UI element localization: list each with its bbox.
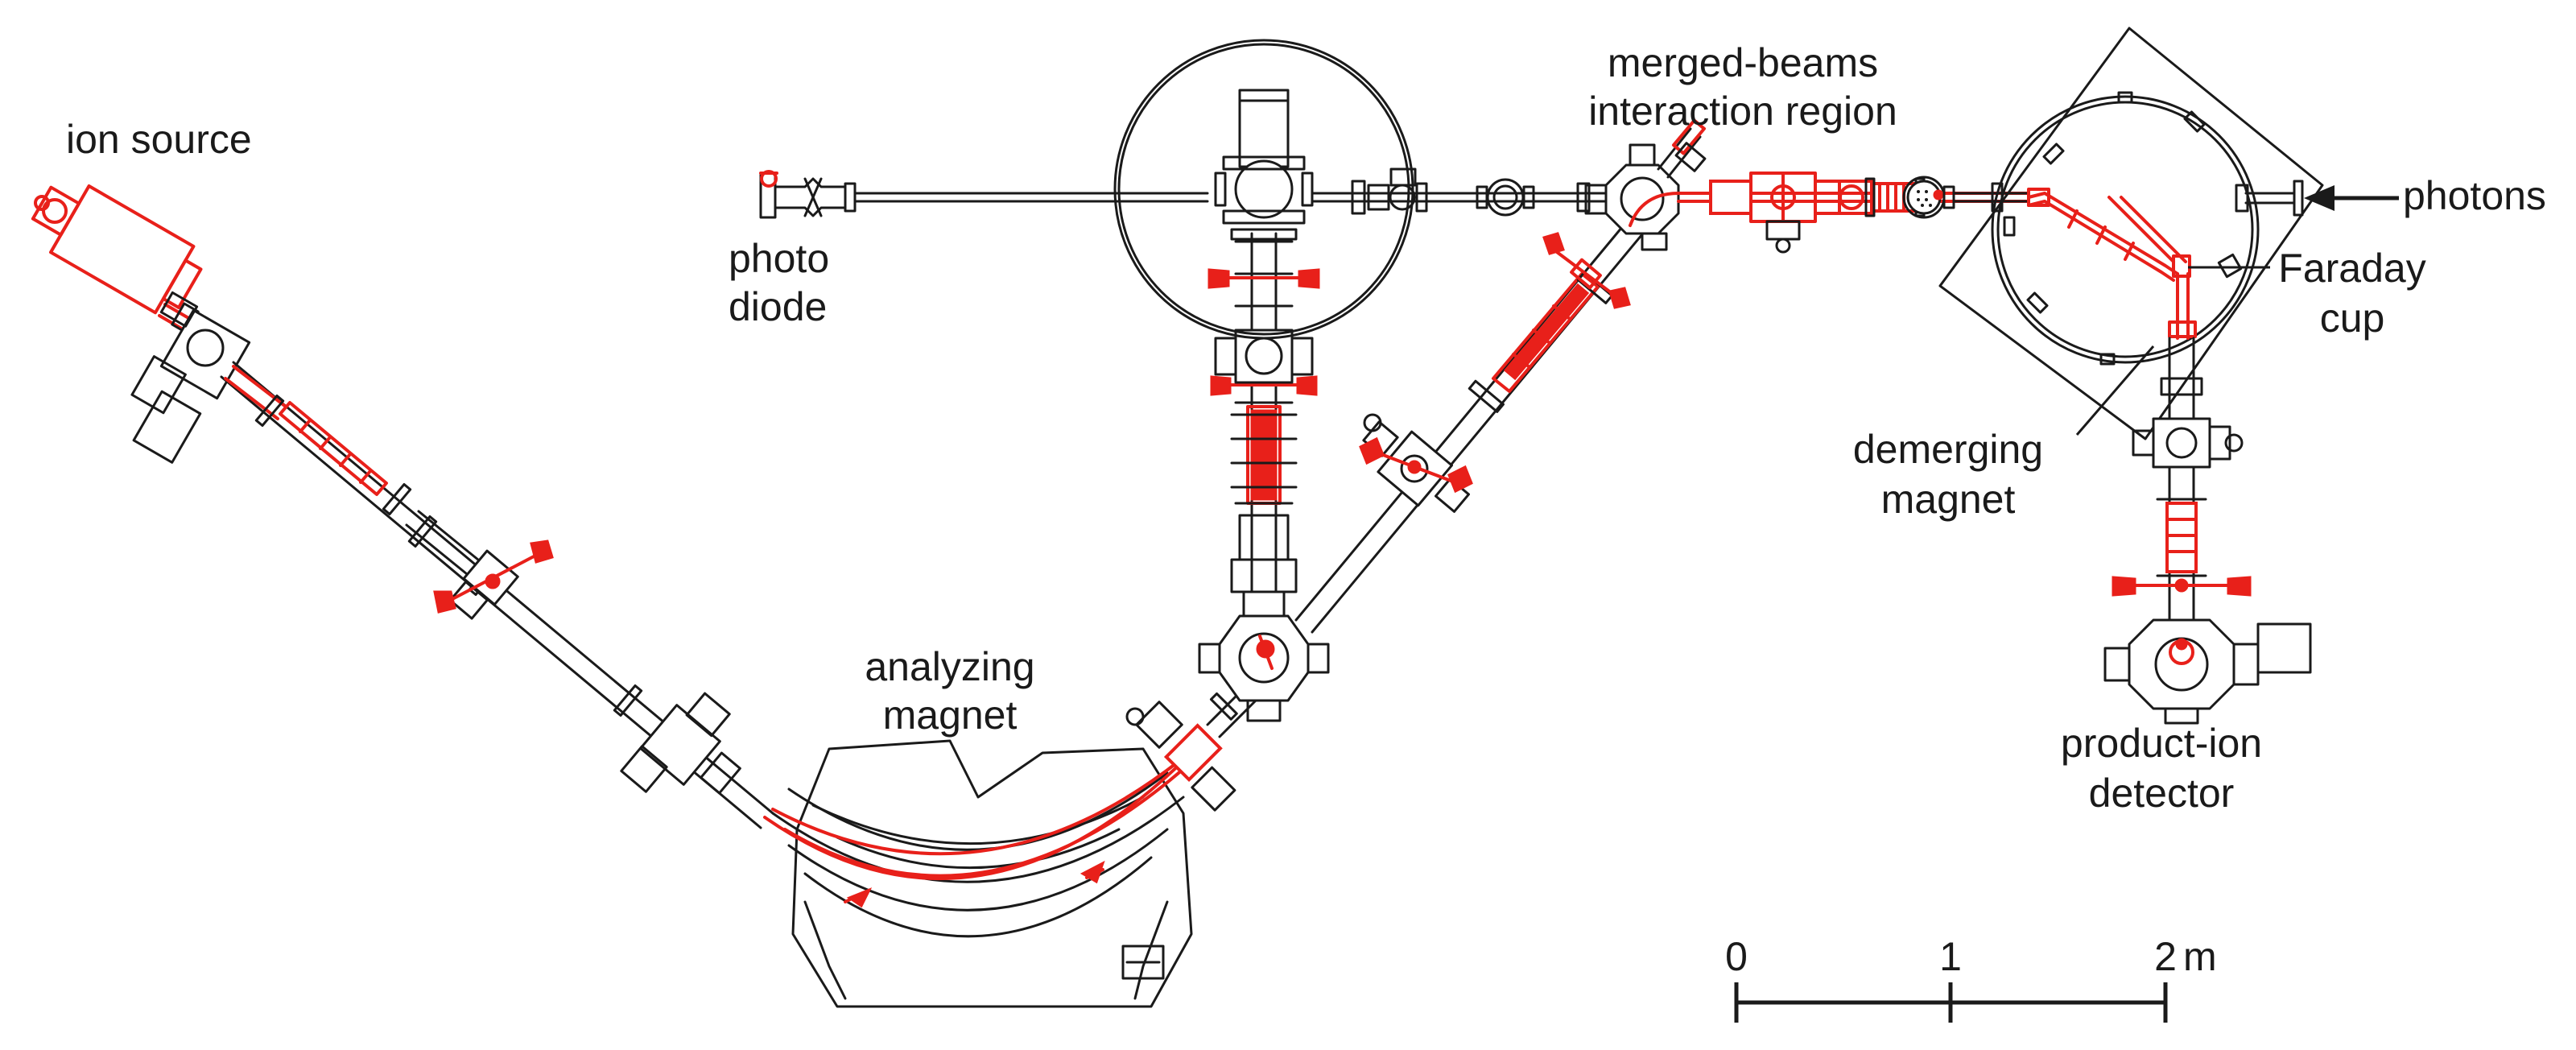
- photon-line-right: [1311, 167, 1612, 217]
- label-photons: photons: [2403, 173, 2546, 218]
- switching-chamber: [1198, 590, 1330, 722]
- vertical-stack: [1208, 232, 1320, 593]
- label-merged-beams-1: merged-beams: [1608, 40, 1878, 85]
- detector-beamline: [2103, 337, 2312, 725]
- demerging-leader: [2075, 345, 2155, 436]
- beamline-segment-1: [220, 361, 774, 829]
- label-product-ion-2: detector: [2089, 771, 2235, 816]
- scale-bar: 0 1 2 m: [1725, 934, 2217, 1023]
- source-cross-chamber: [130, 291, 251, 464]
- photo-diode-assembly: [759, 170, 857, 219]
- ion-source: [31, 184, 211, 343]
- large-chamber: [1113, 39, 1414, 340]
- demerging-magnet: [1938, 27, 2324, 440]
- scale-tick-2: 2: [2154, 934, 2177, 979]
- scale-unit: m: [2183, 934, 2217, 979]
- scale-tick-1: 1: [1939, 934, 1962, 979]
- label-product-ion-1: product-ion: [2061, 721, 2262, 766]
- label-analyzing-1: analyzing: [865, 644, 1034, 689]
- analyzing-magnet: [763, 739, 1193, 1008]
- label-demerging-2: magnet: [1881, 477, 2016, 522]
- label-photo-diode-2: diode: [729, 284, 827, 329]
- label-photo-diode-1: photo: [729, 236, 829, 281]
- photon-line-left: [853, 192, 1209, 203]
- label-analyzing-2: magnet: [883, 692, 1018, 738]
- label-faraday-2: cup: [2320, 296, 2385, 341]
- beamline-segment-2: [1294, 216, 1648, 634]
- cross-before-magnet: [620, 692, 741, 795]
- label-merged-beams-2: interaction region: [1588, 89, 1897, 134]
- interaction-region: [1677, 172, 2030, 254]
- label-ion-source: ion source: [66, 117, 252, 162]
- scale-tick-0: 0: [1725, 934, 1748, 979]
- label-faraday-1: Faraday: [2278, 246, 2425, 291]
- photon-inlet: [2235, 180, 2304, 217]
- photons-arrow: [2304, 185, 2399, 211]
- merger-chamber: [1584, 118, 1707, 251]
- steerer-1: [433, 539, 554, 620]
- label-demerging-1: demerging: [1853, 427, 2043, 472]
